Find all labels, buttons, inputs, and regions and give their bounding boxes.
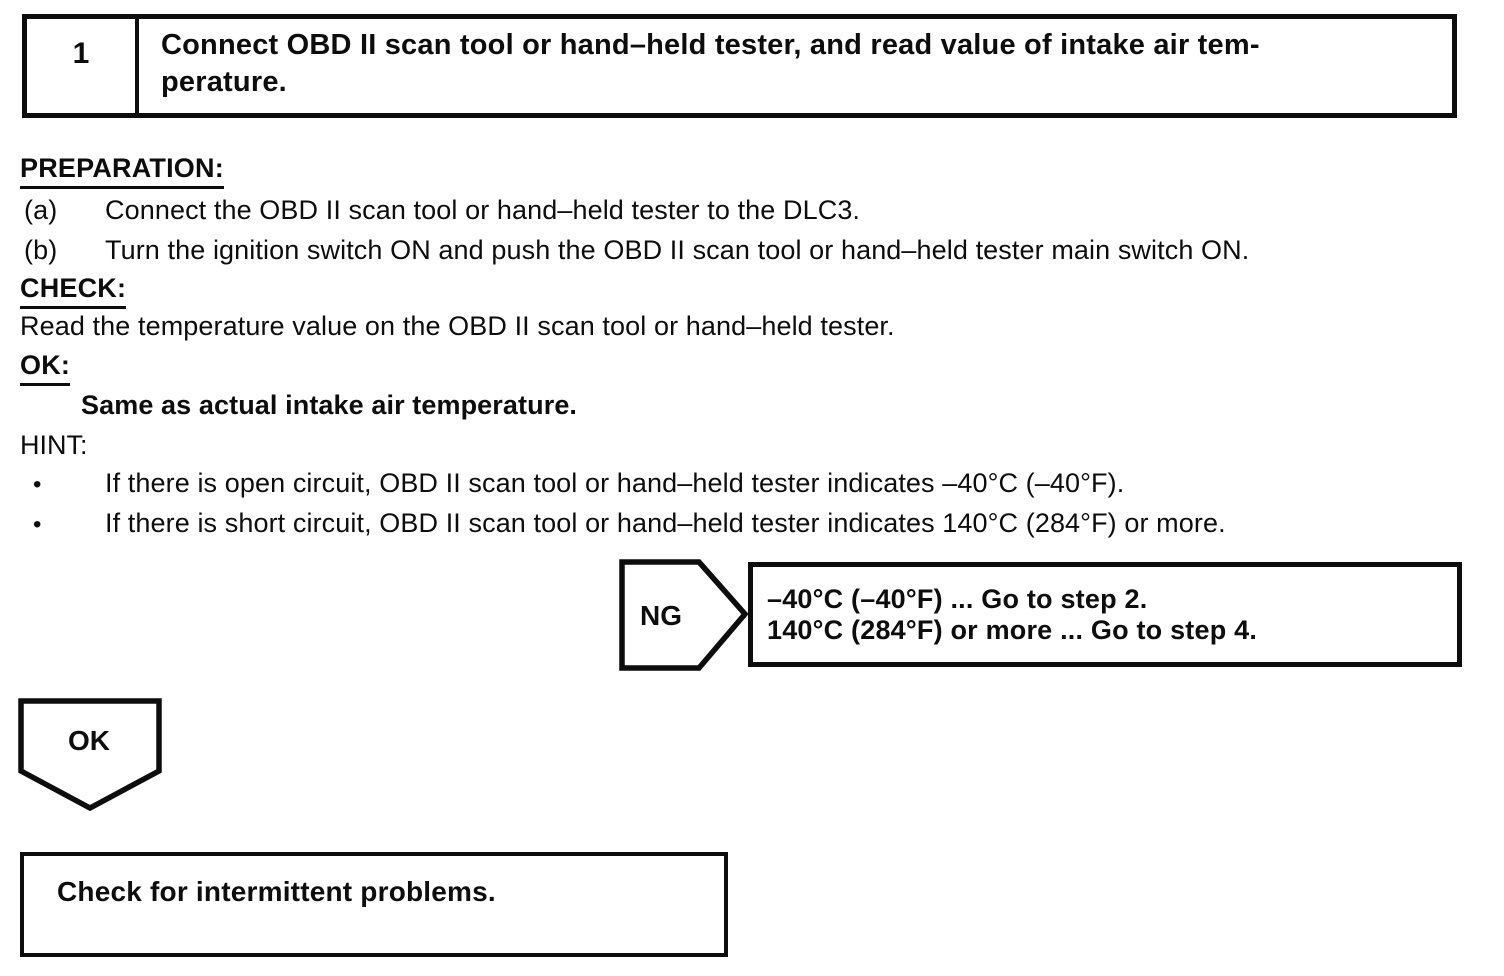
hint-bullet-1-text: If there is open circuit, OBD II scan to…: [105, 468, 1125, 498]
ok-heading: OK:: [20, 350, 71, 386]
bullet-icon: •: [33, 511, 42, 538]
step-header-box: 1 Connect OBD II scan tool or hand–held …: [22, 14, 1457, 118]
ng-result-box: –40°C (–40°F) ... Go to step 2. 140°C (2…: [748, 562, 1462, 667]
preparation-item-a: (a) Connect the OBD II scan tool or hand–…: [24, 195, 860, 226]
step-title-line-2: perature.: [161, 66, 287, 98]
step-title: Connect OBD II scan tool or hand–held te…: [139, 19, 1270, 113]
hint-bullet-1: • If there is open circuit, OBD II scan t…: [33, 468, 1124, 499]
ok-result-text: Same as actual intake air temperature.: [81, 390, 578, 420]
ok-pentagon-shape: [18, 698, 162, 812]
step-title-line-1: Connect OBD II scan tool or hand–held te…: [161, 29, 1260, 61]
preparation-item-b: (b) Turn the ignition switch ON and push …: [24, 235, 1249, 266]
conclusion-text: Check for intermittent problems.: [57, 876, 496, 907]
conclusion-box: Check for intermittent problems.: [20, 852, 728, 957]
ng-label: NG: [640, 600, 682, 631]
ng-pentagon-shape: [619, 559, 749, 671]
ok-flow-arrow: OK: [18, 698, 162, 812]
preparation-item-b-label: (b): [24, 235, 58, 265]
hint-bullet-2: • If there is short circuit, OBD II scan …: [33, 508, 1226, 539]
check-text: Read the temperature value on the OBD II…: [20, 311, 895, 341]
check-heading: CHECK:: [20, 273, 127, 309]
step-number: 1: [27, 19, 139, 113]
ng-result-line-2: 140°C (284°F) or more ... Go to step 4.: [767, 614, 1258, 645]
ng-flow-arrow: NG: [619, 559, 749, 671]
hint-bullet-2-text: If there is short circuit, OBD II scan t…: [105, 508, 1226, 538]
preparation-heading: PREPARATION:: [20, 153, 224, 189]
preparation-item-a-label: (a): [24, 195, 58, 225]
ng-result-line-1: –40°C (–40°F) ... Go to step 2.: [767, 583, 1148, 614]
preparation-item-b-text: Turn the ignition switch ON and push the…: [105, 235, 1250, 265]
bullet-icon: •: [33, 471, 42, 498]
hint-heading: HINT:: [20, 430, 88, 460]
ok-label: OK: [68, 725, 110, 756]
preparation-item-a-text: Connect the OBD II scan tool or hand–hel…: [105, 195, 861, 225]
